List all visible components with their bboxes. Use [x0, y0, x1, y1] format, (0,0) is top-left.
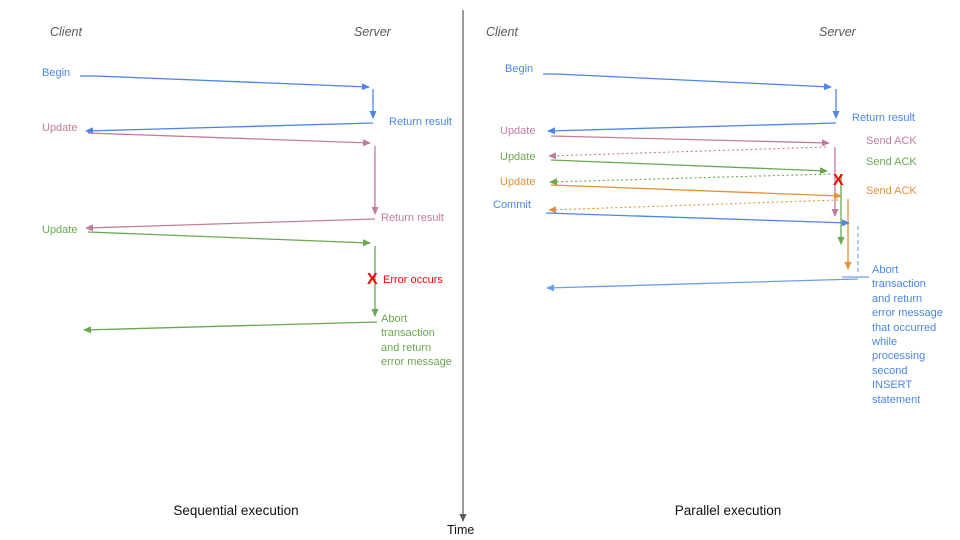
error-x-icon: X [833, 172, 844, 189]
abort-return-arrow [546, 278, 859, 292]
update-label: Update [42, 224, 78, 236]
commit-request-arrow [545, 212, 850, 227]
abort-note: Abort transaction and return error messa… [381, 313, 452, 369]
update1-request-arrow [87, 132, 371, 147]
return-result-arrow [85, 122, 374, 135]
update-label: Update [500, 176, 536, 188]
return-result-label: Return result [381, 212, 444, 224]
update2-request-arrow [87, 231, 371, 247]
parallel-panel-arrows [543, 73, 869, 292]
send-ack-label: Send ACK [866, 156, 917, 168]
error-occurs-label: Error occurs [383, 274, 443, 286]
update2-request-arrow [550, 159, 828, 175]
abort-return-arrow [83, 321, 378, 334]
update3-request-arrow [550, 184, 842, 200]
begin-request-arrow [543, 73, 832, 91]
update-label: Update [500, 125, 536, 137]
abort-note: Abort transaction and return error messa… [872, 264, 943, 406]
error-x-icon: X [367, 271, 378, 288]
ack1-dotted-arrow [548, 146, 827, 160]
return-result-label: Return result [852, 112, 915, 124]
server-lifeline-label: Server [354, 25, 391, 39]
sequential-execution-title: Sequential execution [173, 503, 299, 518]
sequential-panel-arrows [80, 75, 379, 334]
parallel-execution-title: Parallel execution [674, 503, 782, 518]
return-result-label: Return result [389, 116, 452, 128]
update1-request-arrow [550, 135, 830, 147]
update-label: Update [42, 122, 78, 134]
server-lifeline-label: Server [819, 25, 856, 39]
client-lifeline-label: Client [486, 25, 518, 39]
return-result-arrow [547, 122, 837, 135]
send-ack-label: Send ACK [866, 135, 917, 147]
commit-label: Commit [493, 199, 531, 211]
update-label: Update [500, 151, 536, 163]
ack3-dotted-arrow [548, 199, 839, 214]
send-ack-label: Send ACK [866, 185, 917, 197]
begin-request-arrow [80, 75, 370, 91]
client-lifeline-label: Client [50, 25, 82, 39]
ack2-dotted-arrow [549, 173, 831, 186]
begin-label: Begin [505, 63, 534, 75]
return-result2-arrow [85, 218, 376, 232]
time-axis-label: Time [447, 523, 475, 537]
begin-label: Begin [42, 67, 71, 79]
